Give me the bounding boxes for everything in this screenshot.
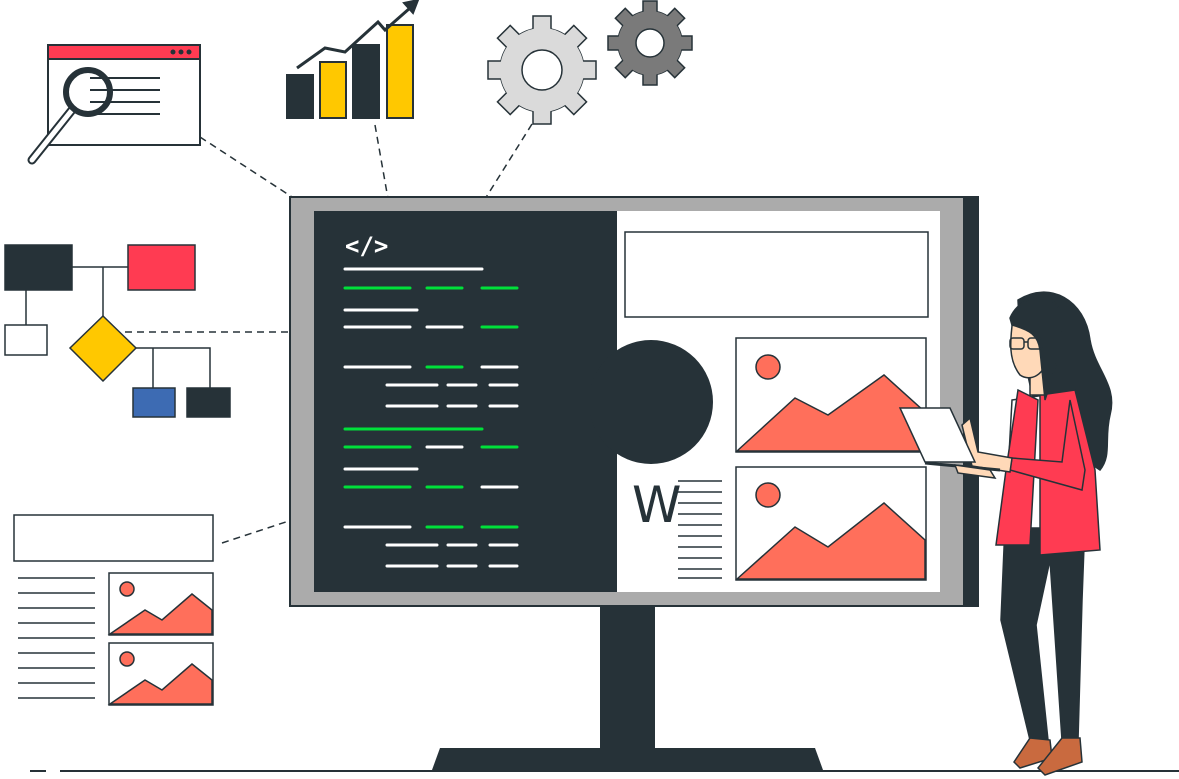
browser-search-icon xyxy=(27,44,201,165)
growth-chart-icon xyxy=(286,0,420,119)
layout-preview-panel: W xyxy=(589,231,929,581)
glasses-icon xyxy=(1009,337,1043,350)
code-editor-panel: </> xyxy=(343,232,519,568)
document-layout-icon xyxy=(13,514,214,706)
woman-with-laptop xyxy=(898,291,1113,776)
gears-icon xyxy=(487,0,693,125)
doc-letter-w: W xyxy=(632,476,681,534)
flowchart-icon xyxy=(4,244,231,418)
monitor-stand xyxy=(432,600,823,770)
code-tag-text: </> xyxy=(345,232,388,260)
